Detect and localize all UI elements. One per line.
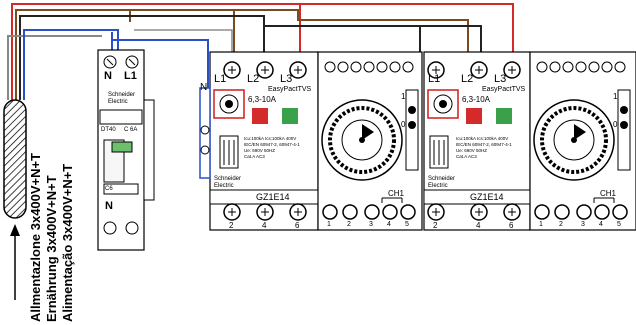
t2-term-5: 5 [617, 221, 621, 228]
c1-terminal-l2: L2 [247, 73, 260, 85]
neutral-block [199, 87, 211, 179]
c1-terminal-l1: L1 [214, 73, 227, 85]
c2-spec-2: Ue: 690V 50HZ [456, 148, 488, 153]
c1-terminal-2: 2 [229, 221, 234, 230]
t2-channel: CH1 [600, 189, 617, 198]
c2-spec-3: Cat.A AC3 [456, 154, 477, 159]
t1-term-2: 2 [347, 221, 351, 228]
c1-spec-3: Cat.A AC3 [244, 154, 265, 159]
t2-term-3: 3 [581, 221, 585, 228]
c1-range: 6,3-10A [248, 95, 277, 104]
c2-spec-1: IEC/EN 60947-2, 60947-4-1 [456, 142, 512, 147]
c2-terminal-2: 2 [433, 221, 438, 230]
feed-arrow-icon [10, 224, 20, 236]
t1-term-1: 1 [327, 221, 331, 228]
c2-brand: Schneider Electric [428, 176, 456, 189]
t2-term-4: 4 [599, 221, 603, 228]
t1-dial-0: 0 [401, 120, 406, 129]
c2-terminal-l3: L3 [494, 73, 507, 85]
t1-term-3: 3 [369, 221, 373, 228]
feed-label-de: Ernährung 3x400V+N+T [44, 175, 59, 322]
breaker-model: DT40 [101, 127, 116, 133]
breaker-terminal-n: N [104, 70, 112, 82]
breaker-bottom-code: C6 [105, 186, 113, 192]
c2-terminal-l2: L2 [461, 73, 474, 85]
c2-terminal-l1: L1 [428, 73, 441, 85]
feed-label-it: Allmentazlone 3x400V+N+T [28, 152, 43, 322]
breaker-rating: C 6A [124, 127, 138, 133]
c2-product: EasyPactTVS [482, 86, 526, 93]
t2-term-1: 1 [539, 221, 543, 228]
wire-red [11, 3, 514, 100]
side-n-label: N [200, 82, 208, 93]
timer-unit-2 [529, 51, 636, 231]
contactor-unit-2 [423, 51, 531, 231]
wire-gray [7, 35, 102, 100]
c2-terminal-6: 6 [509, 221, 514, 230]
t1-term-4: 4 [387, 221, 391, 228]
contactor-unit-1 [209, 51, 319, 231]
wire-blue [23, 29, 119, 100]
c2-spec-0: Icu:100kA Ics:100kA 400V [456, 136, 509, 141]
t2-dial-0: 0 [613, 120, 618, 129]
t1-term-5: 5 [405, 221, 409, 228]
c1-brand: Schneider Electric [214, 176, 242, 189]
c1-model: GZ1E14 [256, 192, 290, 202]
feed-label-pt: Alimentação 3x400V+N+T [60, 163, 75, 322]
breaker-terminal-l1: L1 [124, 70, 137, 82]
feed-cable [3, 99, 27, 300]
c2-range: 6,3-10A [462, 95, 491, 104]
t1-channel: CH1 [388, 189, 405, 198]
c1-terminal-l3: L3 [280, 73, 293, 85]
c2-terminal-4: 4 [476, 221, 481, 230]
breaker-bottom-terminal: N [105, 200, 113, 212]
c2-model: GZ1E14 [470, 192, 504, 202]
c1-spec-1: IEC/EN 60947-2, 60947-4-1 [244, 142, 300, 147]
t1-dial-1: 1 [401, 92, 406, 101]
c1-terminal-4: 4 [262, 221, 267, 230]
breaker-brand: Schneider Electric [108, 92, 136, 105]
t2-dial-1: 1 [613, 92, 618, 101]
breaker-module [97, 49, 155, 251]
c1-terminal-6: 6 [295, 221, 300, 230]
wires [7, 3, 514, 100]
c1-spec-0: Icu:100kA Ics:100kA 400V [244, 136, 297, 141]
timer-unit-1 [317, 51, 423, 231]
c1-spec-2: Ue: 690V 50HZ [244, 148, 276, 153]
t2-term-2: 2 [559, 221, 563, 228]
c1-product: EasyPactTVS [268, 86, 312, 93]
